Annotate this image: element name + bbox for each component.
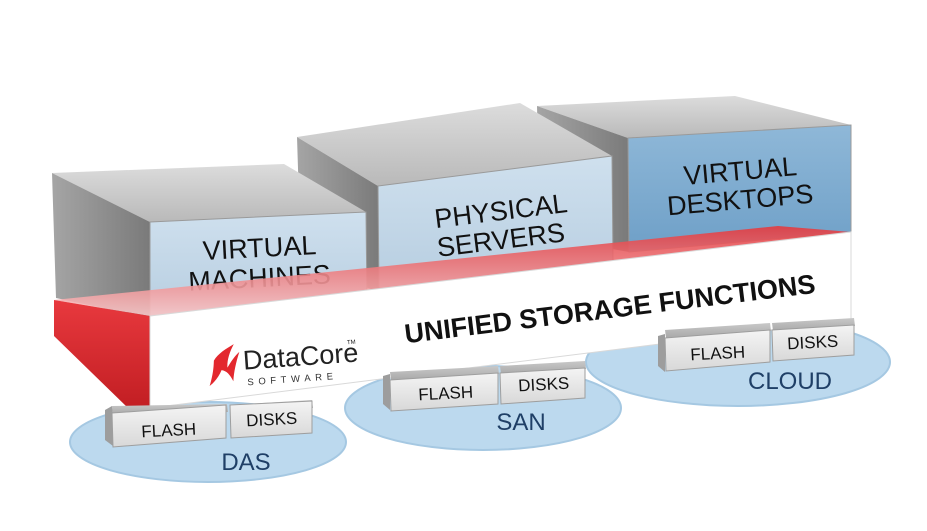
disks-drive — [771, 324, 855, 362]
disk-side — [105, 406, 113, 446]
disk-top — [500, 361, 586, 374]
flash-label: FLASH — [418, 383, 474, 405]
box-top — [52, 164, 366, 222]
logo-tm: TM — [347, 340, 356, 347]
disk-side — [383, 374, 390, 410]
pool-label-san: SAN — [496, 409, 545, 436]
slab-end — [54, 300, 150, 408]
flash-label: FLASH — [690, 343, 746, 365]
disk-top — [772, 318, 855, 331]
san-pool: FLASH DISKS SAN — [383, 361, 586, 436]
flash-label: FLASH — [141, 420, 197, 442]
disk-top — [390, 366, 499, 380]
flash-drive — [389, 372, 499, 412]
flash-drive — [111, 404, 227, 448]
unified-storage-layer: UNIFIED STORAGE FUNCTIONS DataCore TM SO… — [54, 226, 852, 409]
pool-label-cloud: CLOUD — [748, 368, 832, 395]
disk-top — [665, 323, 771, 338]
box-top — [537, 96, 851, 138]
datacore-mark-icon — [209, 344, 240, 386]
das-pool: FLASH DISKS DAS — [105, 400, 313, 476]
flash-drive — [664, 329, 771, 372]
workload-box-virtual-machines: VIRTUAL MACHINES — [52, 164, 368, 319]
disks-label: DISKS — [246, 409, 298, 431]
disks-label: DISKS — [518, 374, 570, 396]
disk-side — [658, 334, 665, 372]
box-side — [52, 173, 150, 318]
pool-label-das: DAS — [221, 449, 270, 476]
box-top — [297, 103, 612, 186]
cloud-pool: FLASH DISKS CLOUD — [658, 318, 855, 395]
disks-label: DISKS — [787, 332, 839, 354]
workload-label-line1: VIRTUAL — [202, 230, 317, 266]
disks-drive — [229, 400, 313, 439]
disks-drive — [499, 367, 586, 405]
slab-top — [54, 226, 851, 316]
